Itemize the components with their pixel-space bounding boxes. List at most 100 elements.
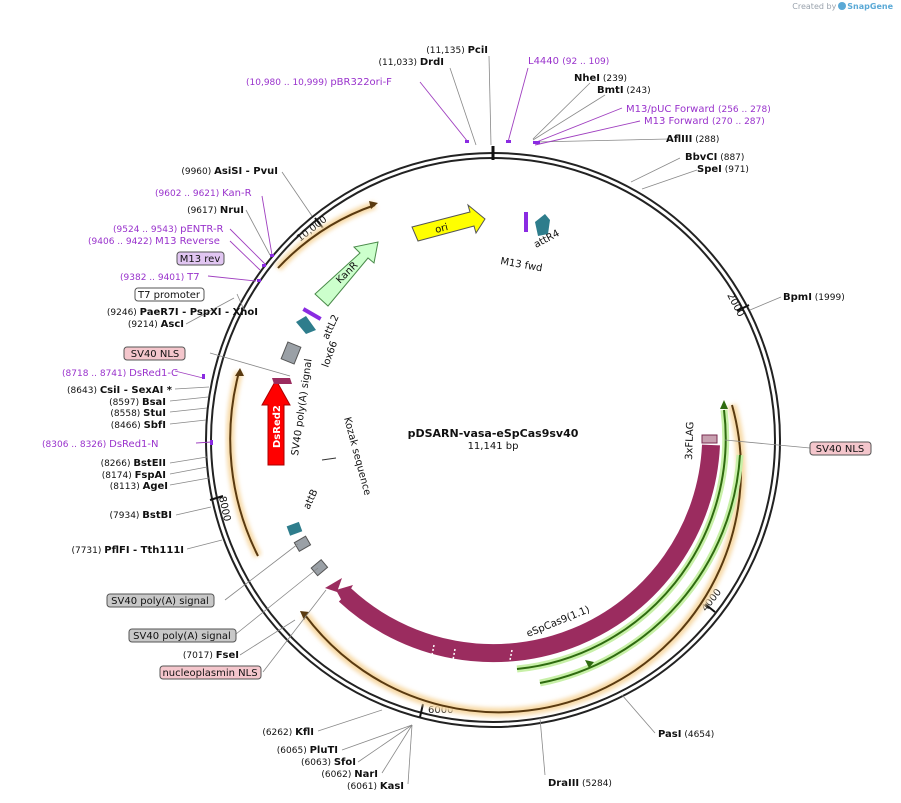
flag-marker <box>703 446 717 452</box>
site-position: (9960) <box>181 167 214 177</box>
sv40nls-left-box <box>123 346 186 361</box>
site-label-draiii: DraIII (5284) <box>548 778 612 789</box>
site-label-agei: (8113) AgeI <box>110 481 168 492</box>
site-label-csii: (8643) CsiI - SexAI * <box>67 385 173 396</box>
site-label-bsai: (8597) BsaI <box>109 397 166 408</box>
site-position: (8174) <box>102 471 135 481</box>
site-label-bstbi: (7934) BstBI <box>110 510 173 521</box>
site-name: SbfI <box>144 420 166 431</box>
plasmid-name: pDSARN-vasa-eSpCas9sv40 <box>408 427 579 440</box>
orf-arc-large-head <box>300 611 309 620</box>
site-name: KasI <box>380 781 404 792</box>
ruler-label-2000: 2000 <box>724 291 746 319</box>
site-position: (8597) <box>109 398 142 408</box>
site-position: (11,033) <box>379 58 420 68</box>
site-position: (6065) <box>277 746 310 756</box>
primer-label-9: (8306 .. 8326) DsRed1-N <box>42 439 159 450</box>
site-name: DraIII <box>548 778 579 789</box>
site-name: NruI <box>220 205 244 216</box>
site-position: (8266) <box>101 459 134 469</box>
site-label-pluti: (6065) PluTI <box>277 745 338 756</box>
orf-arc-green2-head <box>585 660 594 668</box>
flag-label: 3xFLAG <box>684 421 696 460</box>
plasmid-length: 11,141 bp <box>468 441 519 452</box>
site-label-pasi: PasI (4654) <box>658 729 714 740</box>
nucleoplasmin-box-label: nucleoplasmin NLS <box>162 668 257 679</box>
site-label-kasi: (6061) KasI <box>347 781 404 792</box>
primer-range: (9406 .. 9422) <box>88 237 155 247</box>
ruler-label-8000: 8000 <box>216 495 232 522</box>
site-label-sbfi: (8466) SbfI <box>111 420 166 431</box>
cas9-divider-3 <box>509 649 513 661</box>
site-name: PasI <box>658 729 681 740</box>
site-label-pcii: (11,135) PciI <box>426 45 488 56</box>
cas9-arc-head <box>336 585 353 603</box>
lox66-label: lox66 <box>320 340 340 369</box>
m13fwd-label: M13 fwd <box>499 256 543 274</box>
site-label-drdi: (11,033) DrdI <box>379 57 445 68</box>
site-position: (9214) <box>128 320 161 330</box>
site-name: KflI <box>295 727 314 738</box>
sv40nls-right-box <box>809 441 872 456</box>
flag-feature <box>701 434 718 444</box>
primer-label-8: (8718 .. 8741) DsRed1-C <box>62 368 178 379</box>
lox66-feature <box>280 341 302 365</box>
primer-label-2: M13 Forward (270 .. 287) <box>644 116 765 127</box>
ruler-label-6000: 6000 <box>428 705 453 716</box>
primer-name: DsRed1-C <box>129 368 178 379</box>
orf-arc-left <box>229 371 259 557</box>
primer-range: (10,980 .. 10,999) <box>246 78 330 88</box>
primer-name: M13/pUC Forward <box>626 104 718 115</box>
sv40-polya-inner-label: SV40 poly(A) signal <box>290 358 314 456</box>
primer-label-5: (9524 .. 9543) pENTR-R <box>113 224 224 235</box>
site-position: (6061) <box>347 782 380 792</box>
dsred-nls-marker <box>272 378 292 384</box>
polya-feature-1 <box>293 535 312 553</box>
site-name: AscI <box>161 319 184 330</box>
site-label-kfli: (6262) KflI <box>262 727 314 738</box>
primer-range: (9602 .. 9621) <box>155 189 222 199</box>
site-position: (7017) <box>183 651 216 661</box>
site-position: (8643) <box>67 386 100 396</box>
m13fwd-primer-marker <box>524 212 528 232</box>
primer-range: (9382 .. 9401) <box>120 273 187 283</box>
site-position: (7934) <box>110 511 143 521</box>
primer-range: (8306 .. 8326) <box>42 440 109 450</box>
polya1-box-label: SV40 poly(A) signal <box>111 596 209 607</box>
primer-name: pENTR-R <box>180 224 223 235</box>
site-label-asci: (9214) AscI <box>128 319 184 330</box>
site-position: (243) <box>624 86 651 96</box>
attr4-feature <box>535 214 550 236</box>
nucleoplasmin-feature <box>325 578 342 592</box>
nucleoplasmin-box <box>159 665 262 680</box>
site-label-asisi: (9960) AsiSI - PvuI <box>181 166 278 177</box>
site-name: BsaI <box>142 397 166 408</box>
site-name: NheI <box>574 73 600 84</box>
site-label-stui: (8558) StuI <box>110 408 166 419</box>
site-name: FseI <box>216 650 239 661</box>
snapgene-logo-icon <box>838 2 847 10</box>
site-name: AgeI <box>143 481 168 492</box>
primer-range: (8718 .. 8741) <box>62 369 129 379</box>
site-position: (6063) <box>301 758 334 768</box>
site-name: PluTI <box>310 745 338 756</box>
dsred2-feature <box>261 378 291 466</box>
site-label-bbvci: BbvCI (887) <box>685 152 744 163</box>
ruler-tick-8000 <box>209 495 224 501</box>
primer-leader-lines <box>174 67 641 444</box>
site-name: SpeI <box>697 164 722 175</box>
site-label-bsteii: (8266) BstEII <box>101 458 166 469</box>
site-label-afliii: AflIII (288) <box>666 134 719 145</box>
primer-range: (270 .. 287) <box>712 117 765 127</box>
credit-prefix: Created by <box>792 2 837 11</box>
site-position: (1999) <box>812 293 845 303</box>
site-position: (7731) <box>71 546 104 556</box>
site-position: (11,135) <box>426 46 467 56</box>
site-position: (5284) <box>579 779 612 789</box>
t7promoter-box <box>134 287 205 302</box>
primer-ticks <box>202 140 540 445</box>
credit-brand: SnapGene <box>847 2 893 11</box>
cas9-divider-2 <box>452 648 456 661</box>
site-extra: - SexAI * <box>120 385 172 396</box>
attl2-primer-marker <box>302 307 322 321</box>
